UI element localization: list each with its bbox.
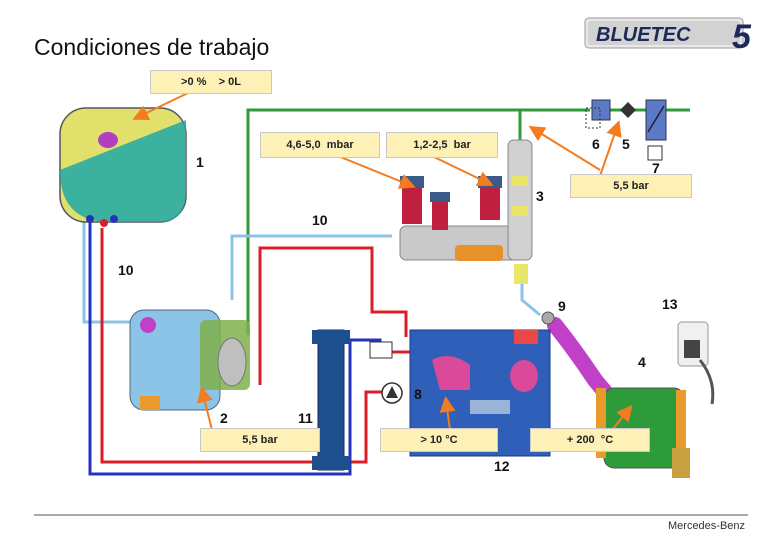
arrow-engine-temp xyxy=(439,396,456,431)
arrow-exhaust-temp xyxy=(611,404,633,431)
lightblue-exhaust xyxy=(520,284,541,317)
adblue-tank xyxy=(59,107,187,227)
component-number: 7 xyxy=(652,160,660,176)
arrow-tank xyxy=(132,91,191,121)
component-number: 9 xyxy=(558,298,566,314)
label-pressure-mbar: 4,6-5,0 mbar xyxy=(260,132,380,158)
logo-number: 5 xyxy=(732,18,752,52)
red-line-main xyxy=(100,228,388,464)
nox-sensor xyxy=(677,321,715,405)
arrow-right-manifold xyxy=(528,125,601,171)
label-pressure-bottom: 5,5 bar xyxy=(200,428,320,452)
label-pressure-bar: 1,2-2,5 bar xyxy=(386,132,498,158)
pump-module xyxy=(129,309,250,411)
label-tank-level: >0 % > 0L xyxy=(150,70,272,94)
arrow-pump xyxy=(197,386,213,431)
red-line-return xyxy=(258,246,408,385)
component-number: 3 xyxy=(536,188,544,204)
dosing-manifold xyxy=(399,139,533,284)
arrow-bar xyxy=(431,155,494,186)
component-number: 1 xyxy=(196,154,204,170)
component-number: 4 xyxy=(638,354,646,370)
component-number: 10 xyxy=(118,262,134,278)
component-number: 8 xyxy=(414,386,422,402)
arrow-right-valve xyxy=(599,120,622,177)
component-number: 2 xyxy=(220,410,228,426)
component-number: 13 xyxy=(662,296,678,312)
coolant-pump xyxy=(369,341,470,404)
bluetec-logo: BLUETEC 5 xyxy=(584,17,752,52)
label-pressure-right: 5,5 bar xyxy=(570,174,692,198)
logo-text: BLUETEC xyxy=(596,24,691,46)
component-number: 5 xyxy=(622,136,630,152)
label-temp-exhaust: + 200 °C xyxy=(530,428,650,452)
slide-title: Condiciones de trabajo xyxy=(34,34,270,60)
component-number: 11 xyxy=(298,410,313,426)
arrow-mbar xyxy=(337,155,416,189)
component-number: 6 xyxy=(592,136,600,152)
valves xyxy=(585,99,667,161)
component-number: 10 xyxy=(312,212,328,228)
label-temp-engine: > 10 °C xyxy=(380,428,498,452)
green-line xyxy=(246,108,690,335)
lightblue-return xyxy=(230,234,392,300)
radiator xyxy=(312,329,350,471)
injector-nozzle xyxy=(541,311,555,325)
footer-brand: Mercedes-Benz xyxy=(668,520,746,532)
component-number: 12 xyxy=(494,458,510,474)
exhaust-pipe xyxy=(547,317,628,418)
lightblue-line xyxy=(82,220,140,324)
